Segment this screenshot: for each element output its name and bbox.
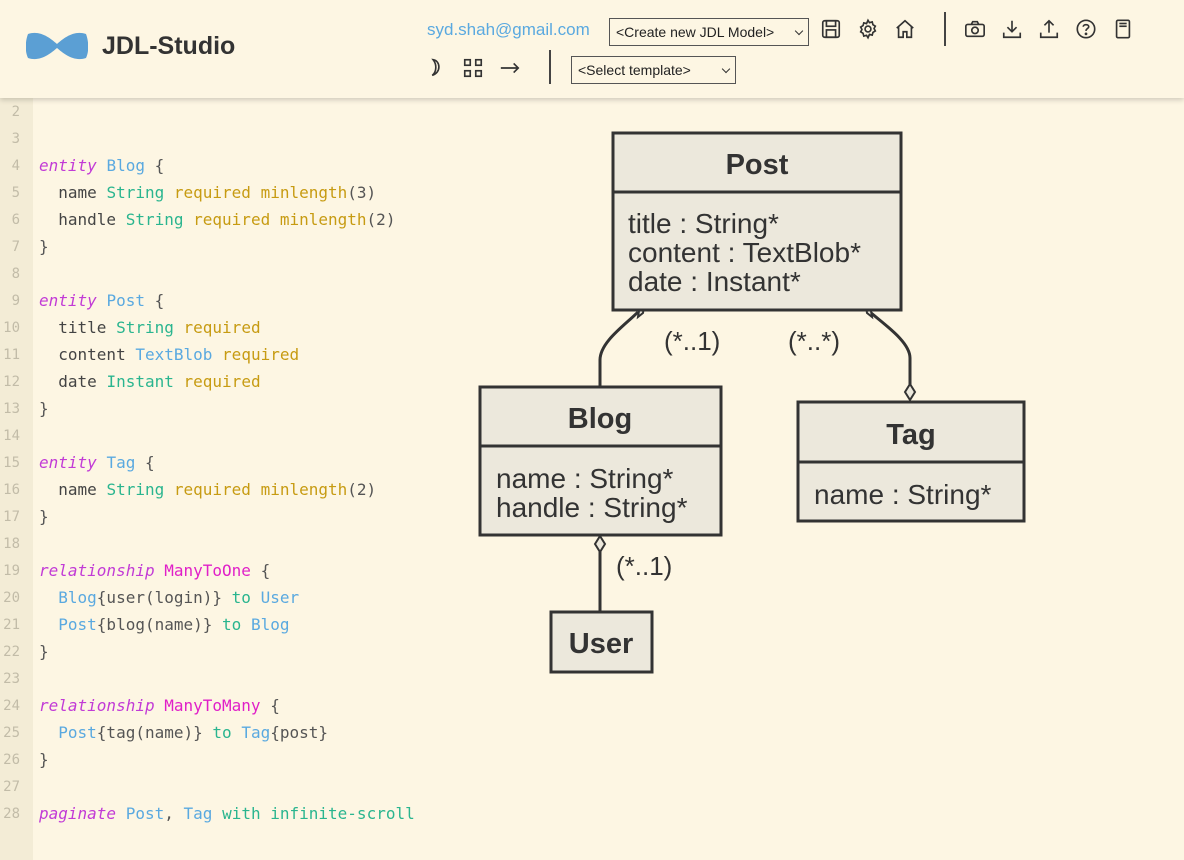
entity-title-post: Post <box>726 149 789 181</box>
code-line-24: relationship ManyToMany { <box>39 696 280 715</box>
entity-box-tag[interactable]: Tag name : String* <box>796 400 1026 523</box>
line-number: 24 <box>3 698 20 714</box>
entity-field: content : TextBlob* <box>628 237 861 268</box>
code-line-26: } <box>39 750 49 769</box>
line-number: 27 <box>3 779 20 795</box>
home-icon[interactable] <box>894 18 916 40</box>
line-number: 5 <box>11 185 20 201</box>
line-number: 22 <box>3 644 20 660</box>
upload-icon[interactable] <box>1038 18 1060 40</box>
diamond-post-tag-bottom <box>903 382 917 402</box>
code-line-16: name String required minlength(2) <box>58 480 377 499</box>
code-line-9: entity Post { <box>39 291 165 310</box>
line-number: 16 <box>3 482 20 498</box>
line-number: 25 <box>3 725 20 741</box>
code-line-25: Post{tag(name)} to Tag{post} <box>58 723 329 742</box>
entity-field: handle : String* <box>496 492 688 523</box>
template-select-value: <Select template> <box>578 62 691 78</box>
code-line-17: } <box>39 507 49 526</box>
model-select-value: <Create new JDL Model> <box>616 24 775 40</box>
diamond-blog-user <box>593 534 607 554</box>
line-number: 26 <box>3 752 20 768</box>
grid-icon[interactable] <box>462 57 484 79</box>
line-number: 19 <box>3 563 20 579</box>
code-line-20: Blog{user(login)} to User <box>58 588 300 607</box>
entity-title-blog: Blog <box>568 403 632 435</box>
line-gutter <box>0 0 33 860</box>
code-line-4: entity Blog { <box>39 156 165 175</box>
camera-icon[interactable] <box>964 18 986 40</box>
help-icon[interactable] <box>1075 18 1097 40</box>
line-number: 18 <box>3 536 20 552</box>
line-number: 11 <box>3 347 20 363</box>
chevron-down-icon <box>721 64 731 74</box>
line-number: 3 <box>11 131 20 147</box>
chevron-down-icon <box>794 26 804 36</box>
code-line-21: Post{blog(name)} to Blog <box>58 615 290 634</box>
code-line-12: date Instant required <box>58 372 261 391</box>
entity-diagram[interactable]: (*..1) (*..*) (*..1) Post title : String… <box>440 110 1060 710</box>
line-number: 17 <box>3 509 20 525</box>
template-select[interactable]: <Select template> <box>571 56 736 84</box>
line-number: 6 <box>11 212 20 228</box>
line-number: 13 <box>3 401 20 417</box>
code-line-22: } <box>39 642 49 661</box>
entity-field: date : Instant* <box>628 266 801 297</box>
line-number: 7 <box>11 239 20 255</box>
save-icon[interactable] <box>820 18 842 40</box>
moon-icon[interactable] <box>424 57 446 79</box>
code-line-15: entity Tag { <box>39 453 155 472</box>
entity-box-user[interactable]: User <box>549 610 654 674</box>
line-number: 8 <box>11 266 20 282</box>
line-number: 21 <box>3 617 20 633</box>
entity-field: name : String* <box>814 479 992 510</box>
diagram-canvas: (*..1) (*..*) (*..1) Post title : String… <box>478 131 1026 674</box>
jdl-logo-icon <box>26 33 88 59</box>
line-number: 2 <box>11 104 20 120</box>
entity-field: name : String* <box>496 463 674 494</box>
line-number: 9 <box>11 293 20 309</box>
entity-field: title : String* <box>628 208 779 239</box>
line-number: 12 <box>3 374 20 390</box>
toolbar-divider-2 <box>549 50 551 84</box>
user-email-link[interactable]: syd.shah@gmail.com <box>427 20 590 39</box>
entity-title-tag: Tag <box>886 419 935 451</box>
line-number: 14 <box>3 428 20 444</box>
label-blog-user: (*..1) <box>616 551 672 581</box>
line-number: 15 <box>3 455 20 471</box>
code-line-13: } <box>39 399 49 418</box>
top-header: JDL-Studio syd.shah@gmail.com <Create ne… <box>0 0 1184 98</box>
line-number: 28 <box>3 806 20 822</box>
entity-box-blog[interactable]: Blog name : String* handle : String* <box>478 385 723 537</box>
app-title: JDL-Studio <box>102 32 236 60</box>
code-line-10: title String required <box>58 318 261 337</box>
line-number: 4 <box>11 158 20 174</box>
code-line-11: content TextBlob required <box>58 345 300 364</box>
arrow-right-icon[interactable] <box>499 57 521 79</box>
bookmark-icon[interactable] <box>1112 18 1134 40</box>
label-post-blog: (*..1) <box>664 326 720 356</box>
label-post-tag: (*..*) <box>788 326 840 356</box>
model-select[interactable]: <Create new JDL Model> <box>609 18 809 46</box>
line-number: 10 <box>3 320 20 336</box>
line-number: 23 <box>3 671 20 687</box>
toolbar-divider <box>944 12 946 46</box>
code-line-6: handle String required minlength(2) <box>58 210 396 229</box>
code-line-5: name String required minlength(3) <box>58 183 377 202</box>
line-number: 20 <box>3 590 20 606</box>
entity-box-post[interactable]: Post title : String* content : TextBlob*… <box>611 131 903 312</box>
settings-icon[interactable] <box>857 18 879 40</box>
code-line-28: paginate Post, Tag with infinite-scroll <box>39 804 415 823</box>
connector-post-tag <box>869 310 912 385</box>
code-line-7: } <box>39 237 49 256</box>
download-icon[interactable] <box>1001 18 1023 40</box>
code-line-19: relationship ManyToOne { <box>39 561 271 580</box>
connector-post-blog <box>598 310 640 387</box>
entity-title-user: User <box>569 628 634 660</box>
